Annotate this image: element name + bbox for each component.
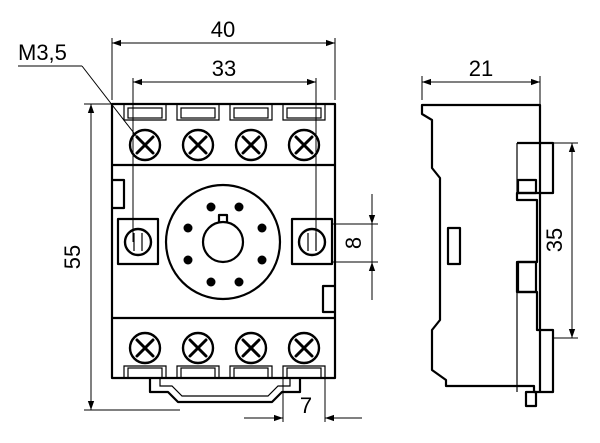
bottom-terminal-screws [128, 331, 321, 365]
pin-hole [206, 277, 216, 287]
front-dimensions: 40 33 M3,5 55 8 7 [18, 17, 378, 422]
side-view [420, 103, 555, 408]
left-upper-clip [112, 178, 126, 210]
upper-clip-tab [516, 178, 538, 195]
screw-icon [181, 331, 215, 365]
din-rail-clip [148, 378, 302, 404]
front-view [110, 102, 337, 404]
side-dimensions: 21 35 [421, 56, 578, 339]
lower-clip-tab [516, 260, 538, 294]
pin-hole [257, 223, 267, 233]
pin-hole [234, 277, 244, 287]
side-boss [446, 226, 462, 266]
release-tab [524, 390, 538, 408]
pin-hole [206, 202, 216, 212]
dim-side-depth: 21 [469, 56, 493, 81]
right-mounting-hole [290, 217, 334, 266]
pin-hole [183, 255, 193, 265]
screw-icon [234, 331, 268, 365]
top-terminal-pockets [123, 104, 326, 121]
pin-hole [234, 202, 244, 212]
dim-pin-pitch: 7 [300, 393, 312, 418]
screw-icon [128, 331, 162, 365]
left-mounting-hole [116, 217, 160, 266]
top-terminal-screws [128, 128, 321, 162]
dim-overall-width: 40 [211, 17, 235, 42]
screw-icon [234, 128, 268, 162]
screw-icon [128, 128, 162, 162]
side-profile-outline [420, 103, 555, 394]
dim-rail-height: 35 [542, 228, 567, 252]
octal-socket [164, 183, 282, 301]
dim-hole-spacing: 33 [212, 56, 236, 81]
dim-hole-diameter: 8 [341, 237, 366, 249]
screw-icon [181, 128, 215, 162]
pin-hole [183, 223, 193, 233]
right-lower-clip [321, 284, 335, 314]
dim-screw-size: M3,5 [18, 40, 67, 65]
bottom-terminal-pockets [123, 365, 326, 379]
screw-icon [287, 128, 321, 162]
socket-body-outline [110, 102, 337, 380]
screw-icon [287, 331, 321, 365]
dim-height: 55 [60, 245, 85, 269]
pin-hole [257, 255, 267, 265]
